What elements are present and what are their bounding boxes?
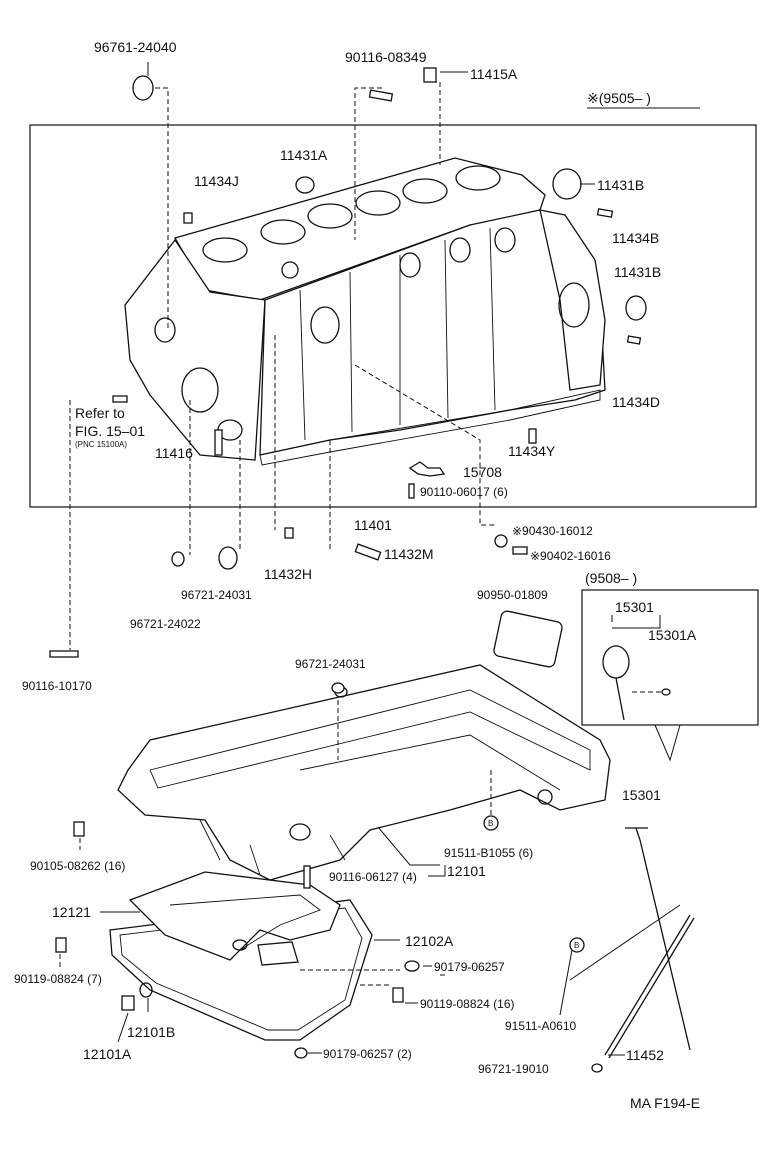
label-11434J: 11434J: [194, 173, 239, 189]
label-12121: 12121: [52, 904, 91, 920]
label-11432M: 11432M: [384, 546, 434, 562]
label-11416: 11416: [155, 445, 193, 461]
oil-pan-lower-drawing: [109, 871, 373, 1041]
label-90110-06017: 90110-06017 (6): [420, 485, 508, 499]
label-96721-24031-b: 96721-24031: [295, 657, 366, 671]
label-12101A: 12101A: [83, 1046, 132, 1062]
dipstick-drawing: [569, 827, 695, 1073]
label-12101: 12101: [447, 863, 486, 879]
label-11434B: 11434B: [612, 230, 659, 246]
label-11434D: 11434D: [612, 394, 660, 410]
label-fig-15-01: FIG. 15–01: [75, 423, 145, 439]
label-11431B-1: 11431B: [597, 177, 644, 193]
label-version-top: ※(9505– ): [587, 90, 651, 106]
label-15301: 15301: [622, 787, 661, 803]
marker-b-1: B: [488, 819, 493, 828]
label-96721-24031-a: 96721-24031: [181, 588, 252, 602]
pan-leader-lines: [59, 700, 625, 1056]
label-90105-08262: 90105-08262 (16): [30, 859, 125, 873]
label-11434Y: 11434Y: [508, 443, 556, 459]
label-90116-08349: 90116-08349: [345, 49, 427, 65]
label-91511-B1055: 91511-B1055 (6): [444, 846, 533, 860]
label-90116-10170: 90116-10170: [22, 679, 92, 693]
marker-b-2: B: [574, 941, 579, 950]
label-15708: 15708: [463, 464, 502, 480]
label-refer-to: Refer to: [75, 405, 125, 421]
label-11431A: 11431A: [280, 147, 328, 163]
label-12102A: 12102A: [405, 933, 454, 949]
cylinder-block-drawing: [124, 157, 606, 466]
version-box: [581, 589, 759, 726]
label-90116-06127: 90116-06127 (4): [329, 870, 417, 884]
figure-code: MA F194-E: [630, 1095, 700, 1111]
label-90179-06257-2: 90179-06257 (2): [323, 1047, 412, 1061]
label-version-box: (9508– ): [585, 570, 637, 586]
block-leader-lines: [69, 62, 595, 650]
label-96761-24040: 96761-24040: [94, 39, 177, 55]
dipstick-guide-drawing: [602, 615, 671, 721]
label-90950-01809: 90950-01809: [477, 588, 548, 602]
label-11452: 11452: [626, 1047, 664, 1063]
engine-block-frame: [29, 124, 757, 508]
label-96721-19010: 96721-19010: [478, 1062, 549, 1076]
label-pnc-15100a: (PNC 15100A): [75, 440, 127, 449]
label-15301-box: 15301: [615, 599, 654, 615]
oil-pan-upper-drawing: [117, 664, 611, 881]
label-90402-16016: ※90402-16016: [530, 549, 611, 563]
label-90179-06257: 90179-06257: [434, 960, 505, 974]
label-90119-08824-16: 90119-08824 (16): [420, 997, 515, 1011]
label-11401: 11401: [354, 517, 392, 533]
part-labels: 96761-24040 90116-08349 11415A ※(9505– )…: [14, 39, 700, 1111]
label-90119-08824-7: 90119-08824 (7): [14, 972, 102, 986]
label-12101B: 12101B: [127, 1024, 175, 1040]
label-11431B-2: 11431B: [614, 264, 661, 280]
label-11415A: 11415A: [470, 66, 518, 82]
gasket-drawing: [493, 610, 563, 668]
label-11432H: 11432H: [264, 566, 312, 582]
label-90430-16012: ※90430-16012: [512, 524, 593, 538]
label-15301A: 15301A: [648, 627, 697, 643]
label-96721-24022: 96721-24022: [130, 617, 201, 631]
block-small-parts: [49, 67, 647, 658]
pan-small-parts: [55, 682, 585, 1059]
label-91511-A0610: 91511-A0610: [505, 1019, 577, 1033]
